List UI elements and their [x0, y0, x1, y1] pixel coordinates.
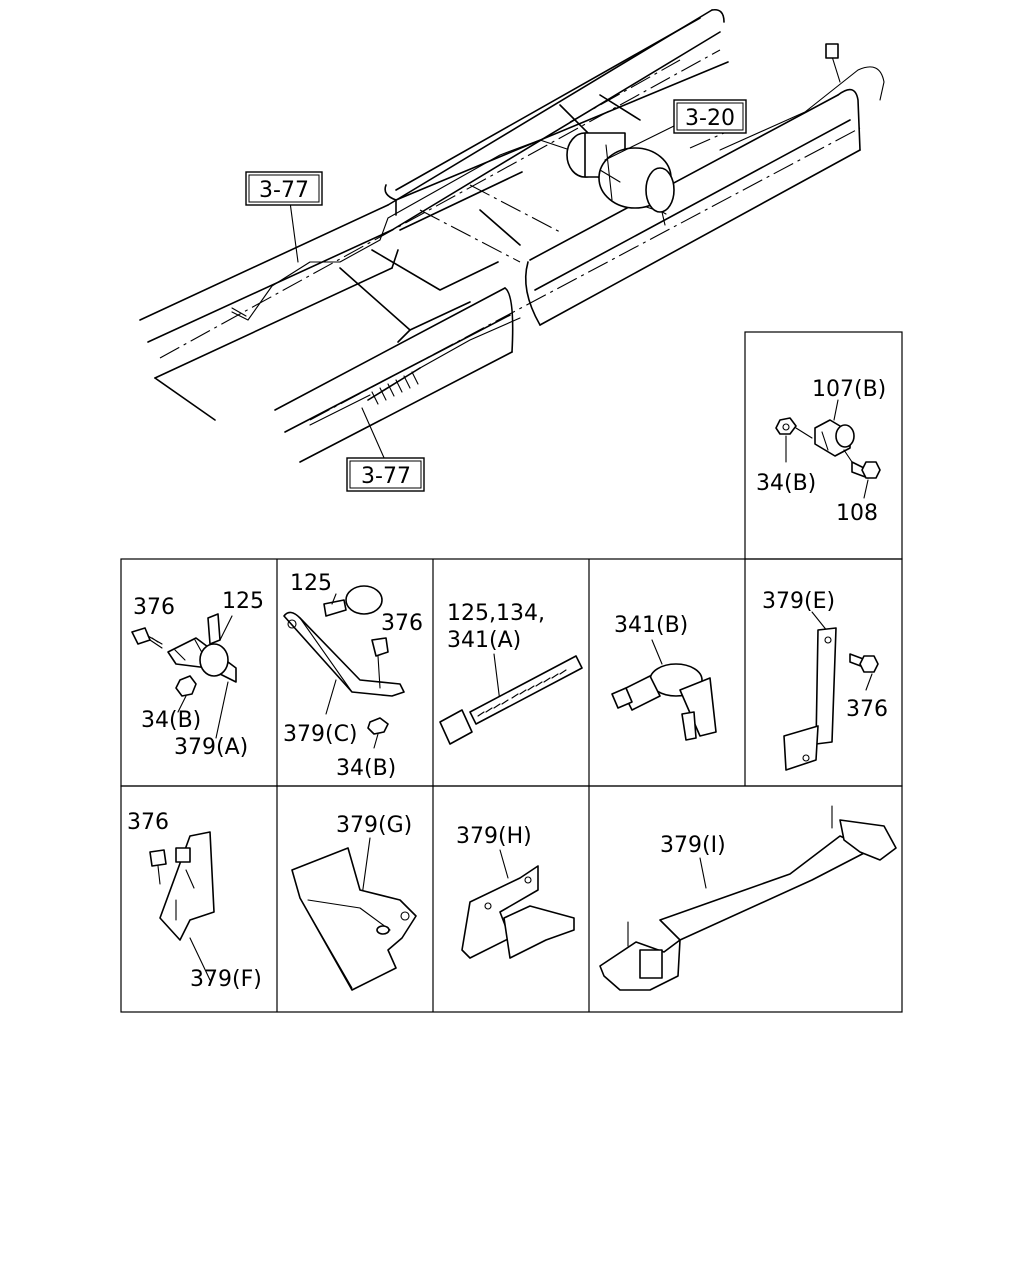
- chassis-frame-drawing: [139, 8, 885, 463]
- panel-379i[interactable]: 379(I): [599, 805, 897, 991]
- label-125-134: 125,134,: [447, 601, 545, 626]
- label-108: 108: [836, 501, 878, 526]
- label-125: 125: [290, 571, 332, 596]
- label-379i: 379(I): [660, 833, 726, 858]
- label-379f: 379(F): [190, 967, 262, 992]
- label-125: 125: [222, 589, 264, 614]
- label-379a: 379(A): [174, 735, 248, 760]
- panel-cable-tie[interactable]: 125,134, 341(A): [439, 601, 583, 745]
- label-376: 376: [846, 697, 888, 722]
- label-107b: 107(B): [812, 377, 886, 402]
- label-34b: 34(B): [336, 756, 396, 781]
- label-379e: 379(E): [762, 589, 835, 614]
- ref-box-3-77-lower[interactable]: 3-77: [346, 457, 425, 492]
- label-34b: 34(B): [756, 471, 816, 496]
- label-341b: 341(B): [614, 613, 688, 638]
- panel-grid: [120, 331, 903, 1013]
- panel-379f[interactable]: 376 379(F): [127, 810, 262, 992]
- label-376: 376: [381, 611, 423, 636]
- label-379c: 379(C): [283, 722, 358, 747]
- ref-label-3-20: 3-20: [685, 106, 735, 131]
- ref-label-3-77-lower: 3-77: [361, 464, 411, 489]
- ref-box-3-20[interactable]: 3-20: [673, 99, 747, 134]
- actuator-unit: [566, 132, 675, 213]
- panel-379c[interactable]: 125 376 379(C) 34(B): [283, 571, 423, 781]
- panel-379h[interactable]: 379(H): [456, 824, 575, 959]
- panel-379e[interactable]: 379(E) 376: [762, 589, 888, 771]
- ref-label-3-77-upper: 3-77: [259, 178, 309, 203]
- panel-341b[interactable]: 341(B): [611, 613, 717, 741]
- label-376: 376: [133, 595, 175, 620]
- panel-107b[interactable]: 107(B) 34(B) 108: [756, 377, 886, 526]
- label-376: 376: [127, 810, 169, 835]
- panel-379g[interactable]: 379(G): [291, 813, 417, 991]
- panel-379a[interactable]: 376 125 34(B) 379(A): [131, 589, 264, 760]
- label-379h: 379(H): [456, 824, 532, 849]
- ref-box-3-77-upper[interactable]: 3-77: [245, 171, 323, 206]
- label-379g: 379(G): [336, 813, 412, 838]
- label-341a: 341(A): [447, 628, 521, 653]
- label-34b: 34(B): [141, 708, 201, 733]
